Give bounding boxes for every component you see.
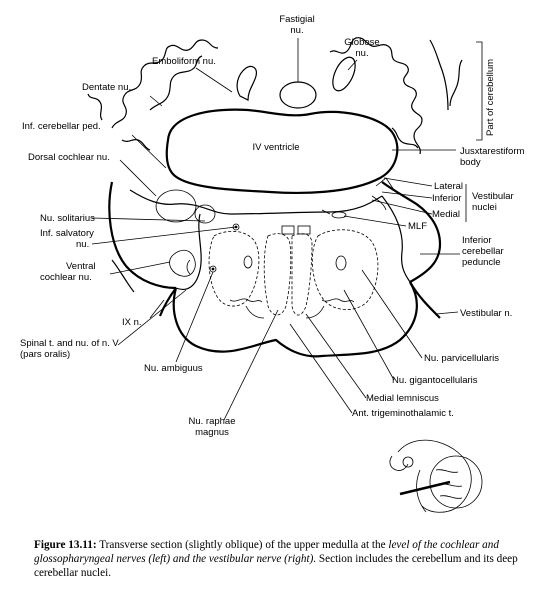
label-nu-raphae-2: magnus <box>195 427 229 438</box>
label-ant-trigeminothalamic: Ant. trigeminothalamic t. <box>352 408 454 419</box>
dentate-nucleus <box>149 55 203 111</box>
emboliform-nucleus <box>236 65 257 101</box>
label-vestibular-nuclei-1: Vestibular <box>472 191 514 202</box>
label-dentate: Dentate nu. <box>82 82 131 93</box>
label-lateral: Lateral <box>434 181 463 192</box>
globose-nucleus <box>332 56 356 92</box>
label-vestibular-nuclei-2: nuclei <box>472 202 497 213</box>
label-globose-1: Globose <box>344 37 379 48</box>
label-medial: Medial <box>432 209 460 220</box>
ix-nerve-root <box>158 287 177 317</box>
label-emboliform: Emboliform nu. <box>152 56 216 67</box>
figure-caption: Figure 13.11: Transverse section (slight… <box>34 538 544 580</box>
label-inf-salvatory-1: Inf. salvatory <box>40 228 94 239</box>
label-fastigial-1: Fastigial <box>279 14 314 25</box>
label-nu-ambiguus: Nu. ambiguus <box>144 363 203 374</box>
label-inf-cerebellar-ped: Inf. cerebellar ped. <box>22 121 101 132</box>
leader-lines <box>91 38 460 421</box>
label-juxtarestiform-2: body <box>460 157 481 168</box>
internal-nuclei <box>208 225 379 319</box>
label-nu-raphae-1: Nu. raphae <box>188 416 235 427</box>
cerebellar-folia <box>87 37 463 155</box>
labels: Fastigial nu. Globose nu. Emboliform nu.… <box>20 14 524 438</box>
fastigial-nucleus <box>279 81 317 109</box>
label-iv-ventricle: IV ventricle <box>253 142 300 153</box>
label-inferior: Inferior <box>432 193 462 204</box>
label-ventral-cochlear-1: Ventral <box>66 261 96 272</box>
label-ix-n: IX n. <box>122 317 142 328</box>
label-icp-3: peduncle <box>462 257 501 268</box>
label-spinal-t-1: Spinal t. and nu. of n. V <box>20 338 119 349</box>
label-nu-parvicellularis: Nu. parvicellularis <box>424 353 499 364</box>
label-nu-gigantocellularis: Nu. gigantocellularis <box>392 375 478 386</box>
caption-text-2: Section includes the cerebellum and its … <box>34 553 518 579</box>
label-globose-2: nu. <box>355 48 368 59</box>
left-nuclei <box>155 189 240 277</box>
caption-figure-number: Figure 13.11: <box>34 539 97 551</box>
label-icp-1: Inferior <box>462 235 492 246</box>
label-part-of-cerebellum: Part of cerebellum <box>485 59 496 136</box>
label-nu-solitarius: Nu. solitarius <box>40 213 95 224</box>
label-inf-salvatory-2: nu. <box>76 239 89 250</box>
label-juxtarestiform-1: Jusxtarestiform <box>460 146 524 157</box>
label-medial-lemniscus: Medial lemniscus <box>366 393 439 404</box>
label-vestibular-n: Vestibular n. <box>460 308 512 319</box>
iv-ventricle <box>165 108 399 195</box>
label-spinal-t-2: (pars oralis) <box>20 349 70 360</box>
cerebellum-bracket <box>476 41 483 141</box>
label-dorsal-cochlear: Dorsal cochlear nu. <box>28 152 110 163</box>
label-fastigial-2: nu. <box>290 25 303 36</box>
caption-text-1: Transverse section (slightly oblique) of… <box>99 539 386 551</box>
brainstem-outline <box>108 181 442 358</box>
orientation-inset <box>389 439 483 513</box>
medulla-section-diagram: Fastigial nu. Globose nu. Emboliform nu.… <box>20 14 524 513</box>
label-ventral-cochlear-2: cochlear nu. <box>40 272 92 283</box>
label-icp-2: cerebellar <box>462 246 504 257</box>
label-mlf: MLF <box>408 221 427 232</box>
caption-italic: level of the cochlear and glossopharynge… <box>34 539 499 565</box>
vestibular-nerve-root <box>409 281 441 319</box>
